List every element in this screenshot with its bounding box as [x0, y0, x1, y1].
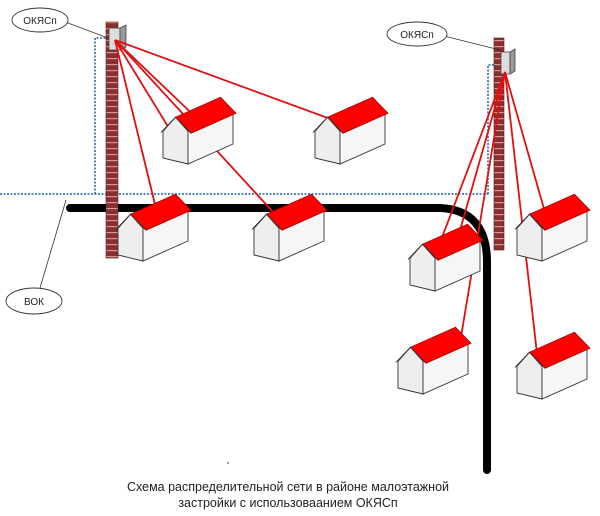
vok-label: ВОК: [24, 297, 44, 308]
vok-callout: ВОК: [5, 199, 67, 315]
okyasp-label-right: ОКЯСп: [400, 30, 433, 41]
okyasp-box-right: [500, 48, 516, 75]
house: [251, 193, 328, 262]
utility-pole-left: [105, 21, 119, 259]
fiber-riser-left: [94, 37, 107, 194]
house: [395, 326, 472, 395]
drop-wires-right: [424, 71, 551, 381]
utility-pole-right: [493, 37, 505, 251]
okyasp-callout-right: ОКЯСп: [386, 21, 501, 51]
okyasp-label-left: ОКЯСп: [23, 16, 56, 27]
stray-dot: [227, 462, 229, 464]
house: [312, 96, 389, 165]
house: [514, 331, 591, 400]
caption-line-1: Схема распределительной сети в районе ма…: [126, 480, 450, 494]
caption-line-2: застройки с использоваанием ОКЯСп: [178, 496, 398, 510]
house: [407, 223, 484, 292]
main-cable: [66, 204, 491, 474]
okyasp-callout-left: ОКЯСп: [11, 7, 109, 39]
house: [115, 193, 192, 262]
house: [160, 96, 237, 165]
houses-group: [115, 96, 591, 400]
house: [514, 193, 591, 262]
okyasp-box-left: [108, 24, 127, 51]
